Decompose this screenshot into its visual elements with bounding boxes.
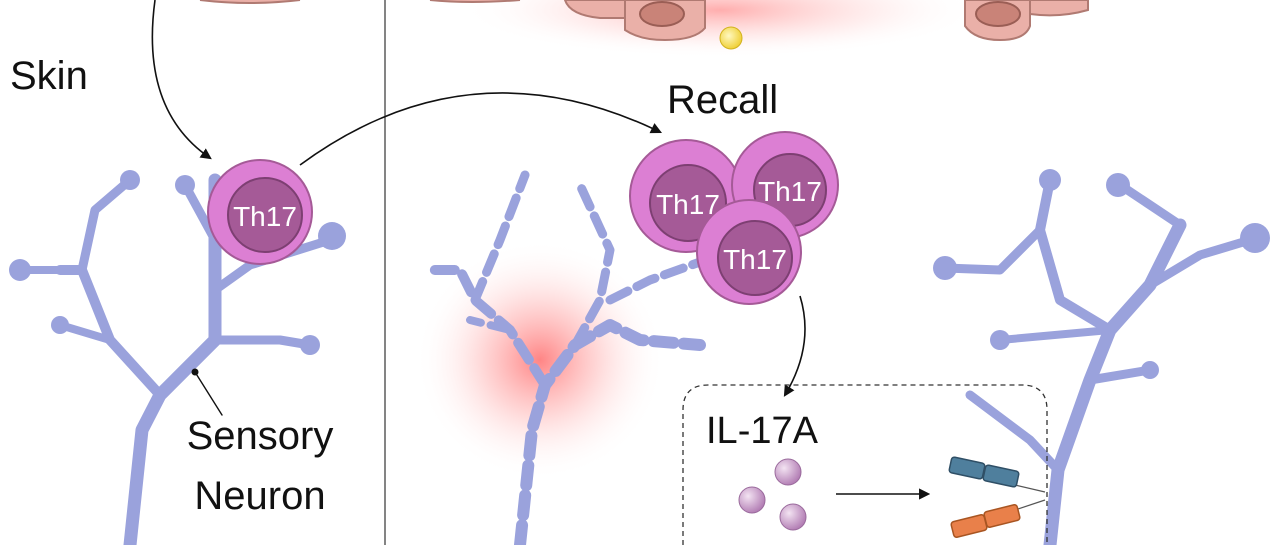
th17-label: Th17: [656, 189, 720, 220]
arrow-icon: [783, 295, 806, 397]
arrow-icon: [299, 92, 663, 166]
recall-label: Recall: [667, 78, 779, 122]
cytokine-icon: [738, 458, 807, 531]
skin-cell-icon: [199, 0, 1089, 58]
neuron-icon: [9, 170, 346, 545]
damaged-neuron-icon: [425, 170, 706, 545]
il17a-label: IL-17A: [706, 410, 818, 452]
sensory-label: Sensory: [186, 414, 334, 458]
th17-cell-icon: Th17: [207, 159, 313, 265]
neuron-label: Neuron: [194, 474, 326, 518]
il17a-inset-box: [682, 384, 1048, 545]
th17-label: Th17: [723, 244, 787, 275]
arrow-icon: [151, 0, 212, 160]
neuron-icon: [933, 169, 1270, 545]
skin-label: Skin: [10, 54, 88, 98]
th17-label: Th17: [758, 176, 822, 207]
th17-label: Th17: [233, 201, 297, 232]
receptor-icon: [948, 456, 1046, 538]
th17-cell-icon: Th17: [696, 199, 802, 305]
inflammation-glow: [415, 240, 665, 480]
